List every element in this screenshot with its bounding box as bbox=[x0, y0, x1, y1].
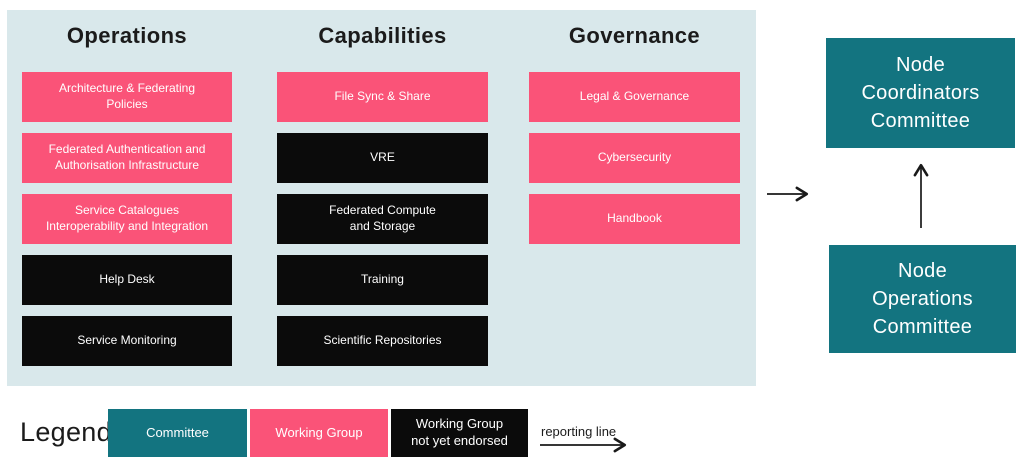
box-architecture-federating-policies: Architecture & Federating Policies bbox=[22, 72, 232, 122]
legend-not-yet-endorsed-swatch: Working Group not yet endorsed bbox=[391, 409, 528, 457]
column-operations: Operations Architecture & Federating Pol… bbox=[22, 22, 232, 366]
box-legal-governance: Legal & Governance bbox=[529, 72, 740, 122]
legend-working-group-swatch: Working Group bbox=[250, 409, 388, 457]
box-help-desk: Help Desk bbox=[22, 255, 232, 305]
column-title-operations: Operations bbox=[66, 23, 188, 48]
box-service-catalogues-interoperability: Service Catalogues Interoperability and … bbox=[22, 194, 232, 244]
box-vre: VRE bbox=[277, 133, 488, 183]
operations-boxes: Architecture & Federating Policies Feder… bbox=[22, 72, 232, 366]
box-federated-authentication-authorisation: Federated Authentication and Authorisati… bbox=[22, 133, 232, 183]
reporting-line-label: reporting line bbox=[541, 424, 617, 439]
box-training: Training bbox=[277, 255, 488, 305]
box-service-monitoring: Service Monitoring bbox=[22, 316, 232, 366]
node-operations-committee-box: Node Operations Committee bbox=[829, 245, 1016, 353]
column-capabilities: Capabilities File Sync & Share VRE Feder… bbox=[277, 22, 488, 366]
box-file-sync-share: File Sync & Share bbox=[277, 72, 488, 122]
box-federated-compute-storage: Federated Compute and Storage bbox=[277, 194, 488, 244]
box-handbook: Handbook bbox=[529, 194, 740, 244]
governance-boxes: Legal & Governance Cybersecurity Handboo… bbox=[529, 72, 740, 244]
node-coordinators-committee-box: Node Coordinators Committee bbox=[826, 38, 1015, 148]
column-title-capabilities: Capabilities bbox=[318, 23, 447, 48]
legend-title: Legend bbox=[20, 417, 112, 447]
column-title-governance: Governance bbox=[568, 23, 701, 48]
box-scientific-repositories: Scientific Repositories bbox=[277, 316, 488, 366]
box-cybersecurity: Cybersecurity bbox=[529, 133, 740, 183]
legend-committee-swatch: Committee bbox=[108, 409, 247, 457]
column-governance: Governance Legal & Governance Cybersecur… bbox=[529, 22, 740, 244]
capabilities-boxes: File Sync & Share VRE Federated Compute … bbox=[277, 72, 488, 366]
